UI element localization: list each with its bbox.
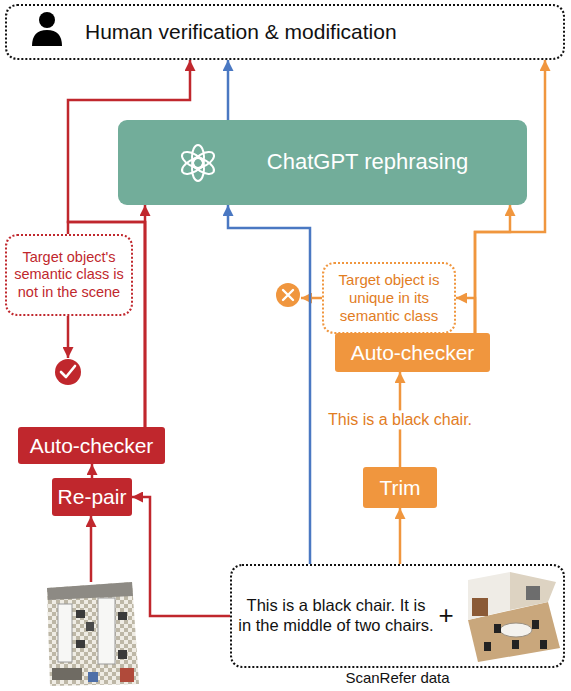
room-render [526, 586, 540, 600]
box-text: + [434, 600, 458, 631]
flow-arrow [68, 60, 190, 427]
flow-arrow [301, 297, 322, 300]
room-render [532, 620, 539, 629]
check-symbol [55, 359, 81, 385]
connectors [68, 60, 545, 616]
point-cloud-scene [88, 672, 98, 682]
process-box: Re-pair [52, 478, 132, 516]
process-box: Auto-checker [335, 333, 490, 372]
room-render [494, 624, 501, 633]
box-label: Human verification & modification [85, 19, 397, 44]
process-box: ChatGPT rephrasing [118, 120, 527, 205]
data-box: This is a black chair. It is in the midd… [230, 564, 565, 668]
flow-arrow [456, 298, 475, 333]
condition-box: Target object's semantic class is not in… [5, 234, 133, 316]
point-cloud-scene [76, 640, 85, 648]
point-cloud-scene [118, 612, 127, 620]
point-cloud-scene [98, 598, 115, 664]
person-icon [32, 30, 62, 46]
discard-symbol [276, 283, 300, 307]
process-box: Trim [363, 467, 437, 508]
discard-symbol [283, 290, 293, 300]
human-box: Human verification & modification [5, 4, 565, 60]
point-cloud-scene [47, 582, 133, 600]
point-cloud-scene [47, 582, 139, 686]
point-cloud-scene [118, 650, 127, 659]
box-label: Re-pair [58, 484, 127, 509]
flow-arrow [228, 205, 310, 564]
flow-arrow [132, 497, 230, 616]
flow-arrow [91, 464, 94, 478]
flow-arrow [67, 316, 70, 358]
point-cloud-scene [76, 610, 85, 618]
person-icon [32, 12, 62, 46]
room-render [512, 640, 519, 649]
box-label: Target object's semantic class is not in… [12, 249, 126, 301]
room-render [472, 598, 488, 616]
room-render [484, 642, 491, 651]
chatgpt-logo [176, 141, 220, 185]
flow-arrow [399, 508, 402, 564]
check-symbol [61, 366, 75, 377]
room-render [468, 572, 510, 620]
box-label: Trim [379, 475, 420, 500]
point-cloud-scene [47, 582, 139, 686]
discard-symbol [276, 283, 300, 307]
process-box: Auto-checker [18, 427, 165, 464]
room-render [468, 572, 560, 662]
box-label: This is a black chair. It is in the midd… [238, 596, 434, 636]
box-label: ChatGPT rephrasing [267, 149, 468, 175]
edge-label: This is a black chair. [324, 410, 476, 429]
box-label: Auto-checker [30, 433, 154, 458]
room-render [500, 623, 532, 637]
person-icon [39, 12, 55, 28]
flow-arrow [90, 516, 93, 582]
condition-box: Target object is unique in its semantic … [322, 262, 456, 334]
point-cloud-scene [52, 668, 82, 680]
flow-arrow [475, 205, 510, 333]
flow-arrow [227, 60, 230, 120]
chatgpt-logo [179, 148, 206, 170]
point-cloud-scene [86, 622, 94, 631]
room-render [540, 640, 547, 649]
point-cloud-scene [58, 604, 72, 662]
box-label: Auto-checker [351, 340, 475, 365]
point-cloud-scene [120, 668, 134, 682]
box-text: ScanRefer data [232, 669, 563, 687]
box-label: Target object is unique in its semantic … [330, 271, 448, 325]
check-symbol [55, 359, 81, 385]
room-render [510, 572, 556, 610]
